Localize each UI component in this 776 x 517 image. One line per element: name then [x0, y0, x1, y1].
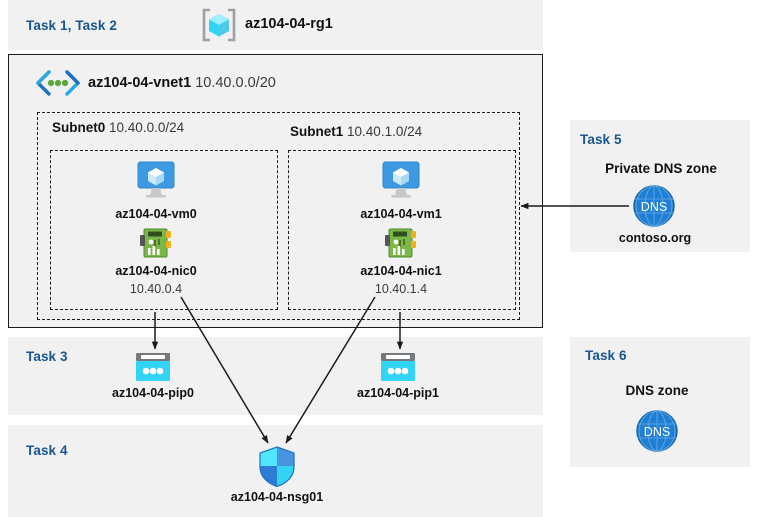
vnet-panel [8, 54, 543, 328]
subnet0-prefix: 10.40.0.0/24 [109, 120, 185, 135]
vm1-name: az104-04-vm1 [360, 207, 442, 221]
private-dns-zone-heading: Private DNS zone [605, 161, 717, 176]
nic1-name: az104-04-nic1 [360, 264, 442, 278]
resource-group-name: az104-04-rg1 [245, 16, 333, 32]
virtual-machine-icon [137, 161, 175, 198]
subnet1-name: Subnet1 [290, 124, 344, 139]
vnet-header: az104-04-vnet1 10.40.0.0/20 [88, 75, 276, 91]
vnet-address-space: 10.40.0.0/20 [195, 75, 276, 91]
subnet1-prefix: 10.40.1.0/24 [347, 124, 423, 139]
network-interface-icon [385, 228, 416, 258]
public-ip-address-icon [136, 353, 170, 381]
virtual-network-icon [36, 70, 80, 96]
vm0-name: az104-04-vm0 [115, 207, 197, 221]
dns-icon-text: DNS [644, 425, 670, 439]
task5-panel [570, 120, 750, 252]
subnet0-box [50, 150, 278, 310]
subnet0-name: Subnet0 [52, 120, 106, 135]
subnets-container [37, 112, 520, 320]
pip0-name: az104-04-pip0 [112, 386, 194, 400]
dns-icon-text: DNS [641, 200, 667, 214]
subnet0-header: Subnet0 10.40.0.0/24 [52, 120, 184, 135]
dns-zone-icon: DNS [633, 185, 675, 227]
nic0-name: az104-04-nic0 [115, 264, 197, 278]
subnet1-box [288, 150, 516, 310]
network-security-group-icon [259, 446, 295, 488]
vnet-name: az104-04-vnet1 [88, 75, 192, 91]
task1-2-band [8, 0, 543, 50]
task4-label: Task 4 [26, 443, 68, 458]
pip1-name: az104-04-pip1 [357, 386, 439, 400]
nic1-ip: 10.40.1.4 [374, 282, 428, 296]
task6-label: Task 6 [585, 348, 627, 363]
virtual-machine-icon [382, 161, 420, 198]
task3-band [8, 337, 543, 415]
subnet1-header: Subnet1 10.40.1.0/24 [290, 124, 422, 139]
task1-2-label: Task 1, Task 2 [26, 18, 117, 33]
nic0-ip: 10.40.0.4 [129, 282, 183, 296]
dns-zone-icon: DNS [636, 410, 678, 452]
network-interface-icon [140, 228, 171, 258]
nsg-name: az104-04-nsg01 [230, 490, 324, 504]
task3-label: Task 3 [26, 349, 68, 364]
task5-label: Task 5 [580, 132, 622, 147]
public-ip-address-icon [381, 353, 415, 381]
resource-group-icon [202, 8, 236, 42]
dns-zone-heading: DNS zone [625, 383, 689, 398]
dns-zone-name: contoso.org [618, 231, 692, 245]
